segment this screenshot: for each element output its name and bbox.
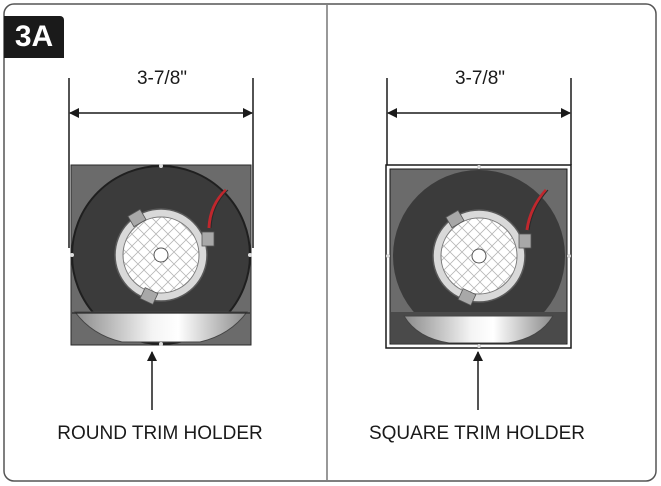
caption-square-trim-holder: SQUARE TRIM HOLDER	[368, 423, 586, 444]
dimension-label-right: 3-7/8"	[454, 68, 506, 89]
right-fixture	[385, 78, 572, 410]
step-label: 3A	[4, 16, 64, 58]
dimension-label-left: 3-7/8"	[136, 68, 188, 89]
outer-border	[3, 3, 657, 482]
caption-round-trim-holder: ROUND TRIM HOLDER	[57, 423, 263, 444]
left-fixture	[68, 78, 254, 410]
